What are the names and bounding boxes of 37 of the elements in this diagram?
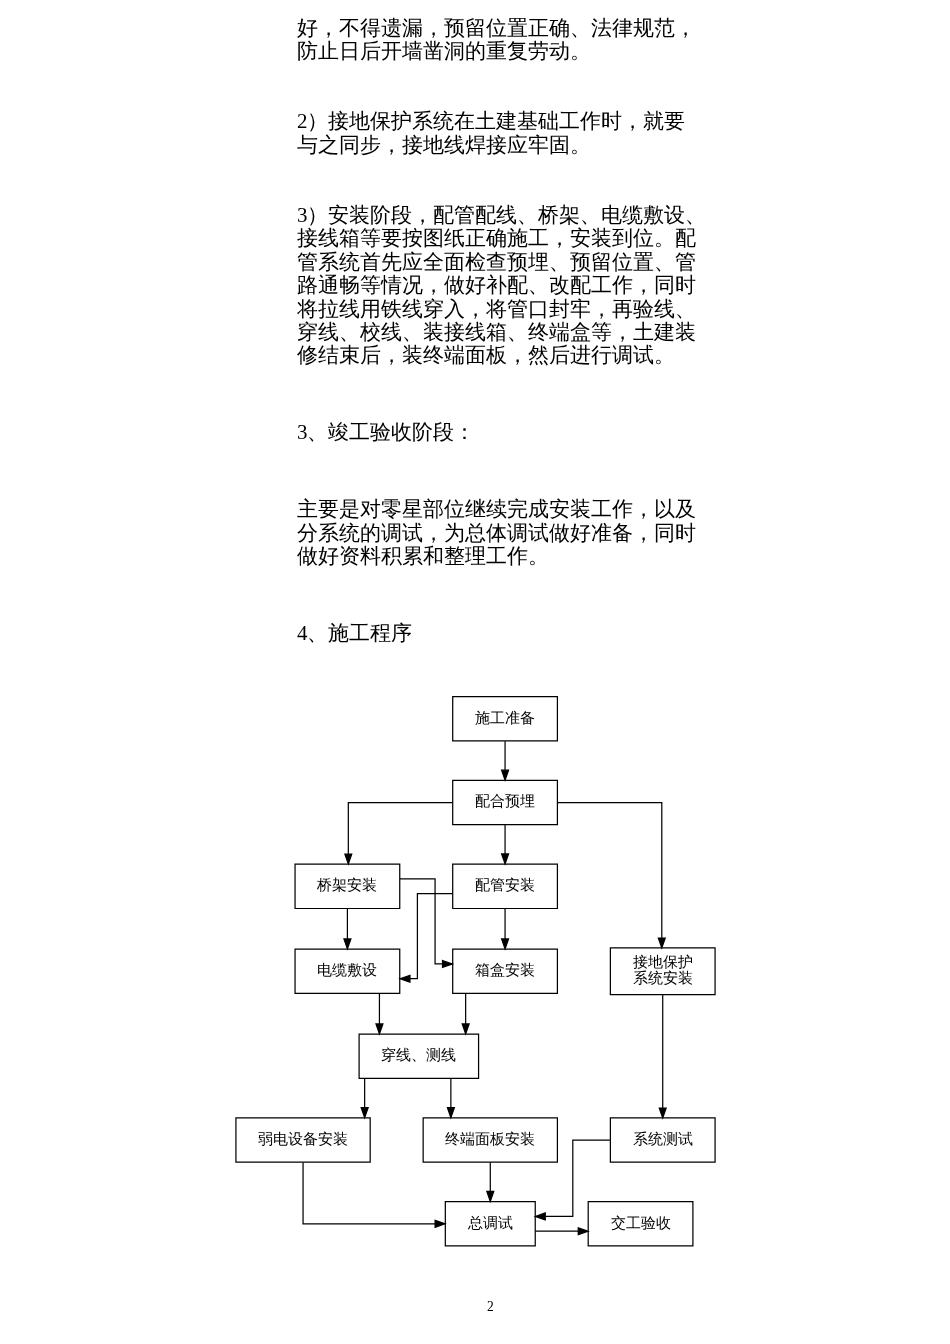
node-box: 接地保护系统安装 [609, 947, 716, 996]
node-box: 穿线、测线 [358, 1033, 479, 1080]
node-box: 配合预埋 [451, 779, 558, 826]
label: 好，不得遗漏，预留位置正确、法律规范，防止日后开墙凿洞的重复劳动。 [296, 15, 696, 64]
label: 3）安装阶段，配管配线、桥架、电缆敷设、接线箱等要按图纸正确施工，安装到位。配管系统首先应全面检查预埋、预留位置、管路通畅等情况，做好补配、改配工作，同时将拉线用铁线穿入，将管口封牢，再验线、穿线、校线、装接线箱、终端盒等，土建装修结束后，装终端面板，然后进行调试。 [296, 202, 706, 368]
label: 2）接地保护系统在土建基础工作时，就要与之同步，接地线焊接应牢固。 [296, 109, 685, 157]
arrow [657, 994, 667, 1120]
arrow [534, 1226, 590, 1236]
node-box: 配管安装 [451, 863, 558, 910]
node-box: 终端面板安装 [422, 1117, 558, 1163]
arrow [359, 1078, 369, 1120]
arrow [500, 824, 509, 866]
arrow [485, 1161, 495, 1204]
arrow [374, 993, 384, 1036]
label: 4、施工程序 [296, 621, 412, 646]
node-box: 桥架安装 [293, 863, 400, 910]
arrow [397, 893, 453, 983]
arrow [500, 740, 509, 782]
arrow [500, 908, 509, 951]
label: 主要是对零星部位继续完成安装工作，以及分系统的调试，为总体调试做好准备，同时做好资料积累和整理工作。 [296, 497, 696, 569]
arrow [556, 801, 666, 950]
node-box: 电缆敷设 [293, 948, 400, 995]
arrow [342, 908, 352, 951]
arrow [398, 878, 454, 969]
arrow [446, 1078, 455, 1120]
node-box: 施工准备 [451, 696, 558, 742]
node-box: 总调试 [444, 1201, 536, 1247]
label: 2 [486, 1299, 494, 1315]
arrow [533, 1139, 610, 1221]
label: 3、竣工验收阶段： [296, 420, 475, 445]
arrow [301, 1161, 447, 1229]
node-box: 系统测试 [609, 1117, 716, 1163]
node-box: 箱盒安装 [451, 948, 558, 995]
node-box: 交工验收 [587, 1201, 693, 1247]
node-box: 弱电设备安装 [234, 1117, 371, 1163]
arrow [460, 993, 470, 1036]
arrow [343, 801, 453, 866]
